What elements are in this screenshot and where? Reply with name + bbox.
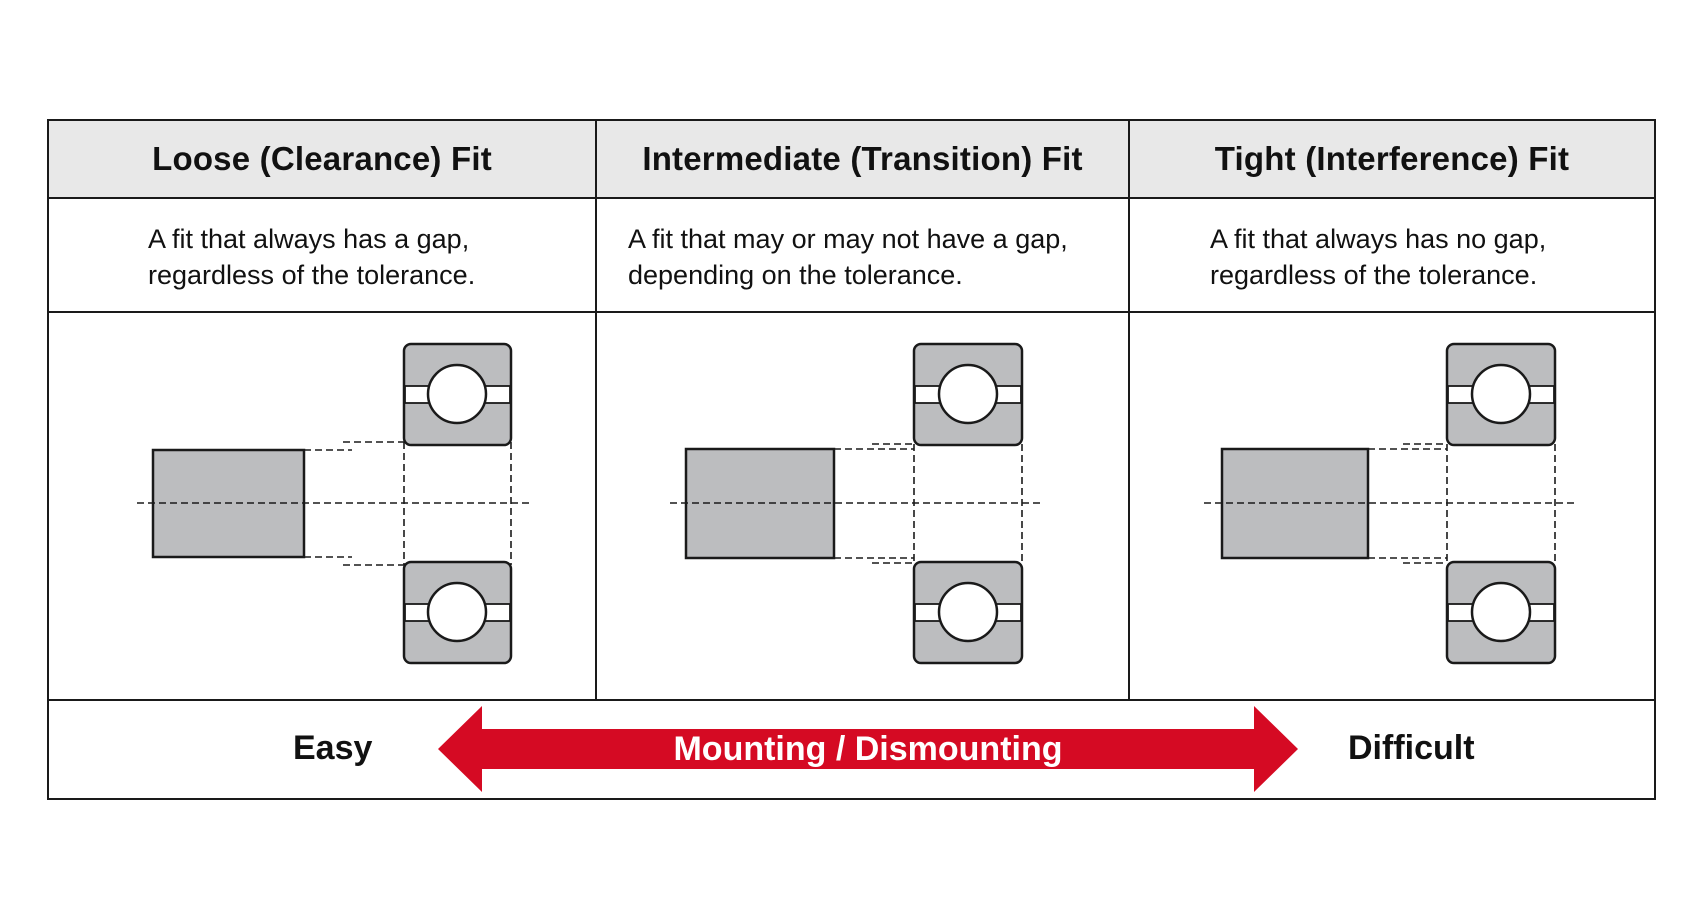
fit-comparison-table: Loose (Clearance) Fit Intermediate (Tran…: [47, 119, 1656, 800]
loose-fit-description: A fit that always has a gap, regardless …: [148, 224, 476, 290]
description-row: A fit that always has a gap, regardless …: [49, 199, 1654, 313]
bearing-bottom: [402, 560, 513, 665]
loose-fit-diagram: [137, 342, 531, 665]
tight-fit-description: A fit that always has no gap, regardless…: [1210, 224, 1547, 290]
intermediate-fit-diagram: [670, 342, 1043, 665]
header-row: Loose (Clearance) Fit Intermediate (Tran…: [49, 121, 1654, 199]
tight-fit-diagram: [1204, 342, 1575, 665]
mounting-arrow-shape: [438, 706, 1298, 792]
double-arrow-icon: [438, 706, 1298, 792]
tight-fit-title: Tight (Interference) Fit: [1214, 140, 1570, 177]
diagram-cell-loose: [49, 313, 597, 699]
description-cell-intermediate: A fit that may or may not have a gap, de…: [597, 199, 1130, 311]
intermediate-fit-description: A fit that may or may not have a gap, de…: [628, 224, 1068, 290]
bearing-bottom: [1445, 560, 1557, 665]
diagram-cell-intermediate: [597, 313, 1130, 699]
difficult-label: Difficult: [1348, 729, 1475, 767]
bearing-top: [402, 342, 513, 447]
description-cell-tight: A fit that always has no gap, regardless…: [1130, 199, 1654, 311]
bearing-top: [1445, 342, 1557, 447]
mounting-dismounting-label: Mounting / Dismounting: [673, 729, 1063, 768]
guide-lines: [670, 443, 1043, 564]
diagram-row: [49, 313, 1654, 701]
header-cell-loose: Loose (Clearance) Fit: [49, 121, 597, 197]
header-cell-tight: Tight (Interference) Fit: [1130, 121, 1654, 197]
diagram-cell-tight: [1130, 313, 1654, 699]
bearing-top: [912, 342, 1024, 447]
guide-lines: [137, 441, 531, 566]
description-cell-loose: A fit that always has a gap, regardless …: [49, 199, 597, 311]
bearing-bottom: [912, 560, 1024, 665]
easy-label: Easy: [293, 729, 373, 767]
footer-row: Easy Mounting / Dismounting Difficult: [49, 701, 1654, 798]
intermediate-fit-title: Intermediate (Transition) Fit: [642, 140, 1083, 177]
header-cell-intermediate: Intermediate (Transition) Fit: [597, 121, 1130, 197]
guide-lines: [1204, 443, 1575, 564]
shaft: [1220, 447, 1370, 560]
loose-fit-title: Loose (Clearance) Fit: [152, 140, 492, 177]
